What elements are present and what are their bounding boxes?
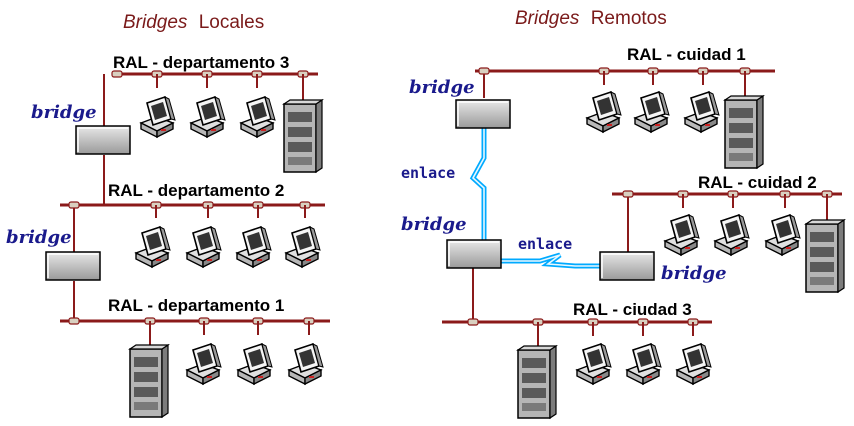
remote-bridge-2 <box>446 239 502 269</box>
workstation-icon <box>586 91 622 133</box>
remote-network-label-city1: RAL - cuidad 1 <box>627 45 746 64</box>
server-icon <box>724 95 764 169</box>
local-bridge-2 <box>45 251 101 281</box>
remote-bridge-label-3: bridge <box>661 263 727 284</box>
workstation-icon <box>634 91 670 133</box>
local-network-label-dept2: RAL - departamento 2 <box>108 181 284 200</box>
workstation-icon <box>186 343 222 385</box>
remote-link-label-1: enlace <box>401 164 455 182</box>
server-icon <box>805 219 845 293</box>
remote-network-label-city2: RAL - cuidad 2 <box>698 173 817 192</box>
remote-bridge-1 <box>455 99 511 129</box>
workstation-icon <box>765 214 801 256</box>
local-bridge-1 <box>75 125 131 155</box>
server-icon <box>129 344 169 418</box>
local-title: Bridges Locales <box>123 12 264 33</box>
tap <box>467 318 479 326</box>
remote-link-horizontal <box>500 252 600 269</box>
workstation-icon <box>676 343 712 385</box>
tap <box>478 67 490 75</box>
local-bridge-label-1: bridge <box>31 102 97 123</box>
workstation-icon <box>684 91 720 133</box>
local-title-italic: Bridges <box>123 12 188 33</box>
workstation-icon <box>135 226 171 268</box>
remote-title-rest: Remotos <box>591 8 667 29</box>
workstation-icon <box>240 96 276 138</box>
local-bridge-label-2: bridge <box>6 227 72 248</box>
server-icon <box>517 345 557 419</box>
workstation-icon <box>190 96 226 138</box>
remote-link-vertical <box>469 128 487 240</box>
workstation-icon <box>714 214 750 256</box>
workstation-icon <box>664 214 700 256</box>
workstation-icon <box>186 226 222 268</box>
remote-bridge-label-1: bridge <box>409 77 475 98</box>
workstation-icon <box>237 343 273 385</box>
workstation-icon <box>576 343 612 385</box>
tap <box>68 201 80 209</box>
remote-bridge-label-2: bridge <box>401 214 467 235</box>
workstation-icon <box>288 343 324 385</box>
local-title-rest: Locales <box>199 12 265 33</box>
local-network-label-dept1: RAL - departamento 1 <box>108 296 284 315</box>
local-network-label-dept3: RAL - departamento 3 <box>113 53 289 72</box>
workstation-icon <box>285 226 321 268</box>
workstation-icon <box>626 343 662 385</box>
server-icon <box>283 99 323 173</box>
tap <box>68 317 80 325</box>
tap <box>622 190 634 198</box>
remote-bridge-3 <box>599 251 655 281</box>
remote-title: Bridges Remotos <box>515 8 667 29</box>
remote-network-label-city3: RAL - ciudad 3 <box>573 300 692 319</box>
workstation-icon <box>236 226 272 268</box>
remote-link-label-2: enlace <box>518 235 572 253</box>
remote-title-italic: Bridges <box>515 8 580 29</box>
workstation-icon <box>140 96 176 138</box>
